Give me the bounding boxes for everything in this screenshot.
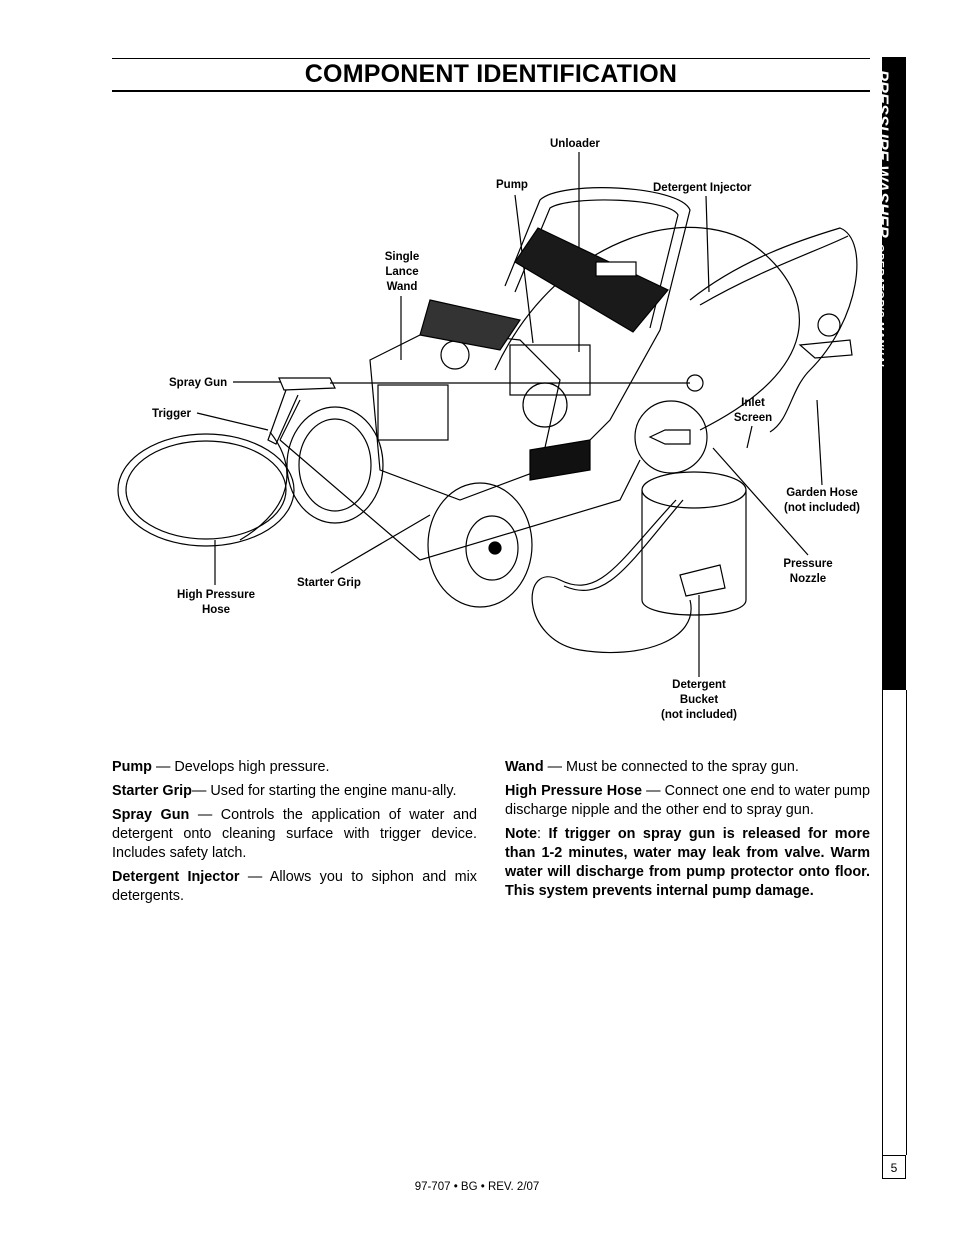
top-rule — [112, 58, 870, 59]
desc-spray-gun: Spray Gun — Controls the application of … — [112, 807, 477, 861]
side-tab-subtitle: OPERATOR'S MANUAL — [874, 243, 886, 371]
label-detergent-injector: Detergent Injector — [653, 182, 752, 194]
desc-pump: Pump — Develops high pressure. — [112, 759, 330, 775]
desc-high-pressure-hose: High Pressure Hose — Connect one end to … — [505, 783, 871, 818]
page-title: COMPONENT IDENTIFICATION — [304, 60, 678, 88]
note: Note: If trigger on spray gun is release… — [505, 826, 870, 899]
side-tab-text: PRESSURE WASHER OPERATOR'S MANUAL — [872, 70, 891, 370]
label-single-lance-wand: Single Lance Wand — [384, 251, 420, 293]
page-number: 5 — [882, 1155, 906, 1179]
label-garden-hose: Garden Hose (not included) — [783, 487, 860, 514]
label-unloader: Unloader — [550, 138, 600, 150]
footer-doc-id: 97-707 • BG • REV. 2/07 — [414, 1181, 540, 1193]
label-starter-grip: Starter Grip — [297, 577, 361, 589]
desc-starter-grip: Starter Grip— Used for starting the engi… — [112, 783, 457, 799]
label-pump: Pump — [496, 179, 528, 191]
label-detergent-bucket: Detergent Bucket (not included) — [660, 679, 737, 721]
label-inlet-screen: Inlet Screen — [733, 397, 773, 424]
side-tab-title: PRESSURE WASHER — [873, 70, 891, 238]
side-tab — [882, 57, 906, 690]
description-column-right: Wand — Must be connected to the spray gu… — [505, 758, 870, 906]
description-column-left: Pump — Develops high pressure. Starter G… — [112, 758, 477, 911]
pressure-washer-illustration — [117, 152, 858, 677]
desc-detergent-injector: Detergent Injector — Allows you to sipho… — [112, 869, 477, 904]
label-high-pressure-hose: High Pressure Hose — [177, 589, 255, 616]
desc-wand: Wand — Must be connected to the spray gu… — [505, 759, 799, 775]
label-pressure-nozzle: Pressure Nozzle — [783, 558, 833, 585]
label-spray-gun: Spray Gun — [169, 377, 228, 389]
label-trigger: Trigger — [152, 408, 191, 420]
title-underline — [112, 90, 870, 92]
side-margin-line — [882, 690, 907, 1155]
